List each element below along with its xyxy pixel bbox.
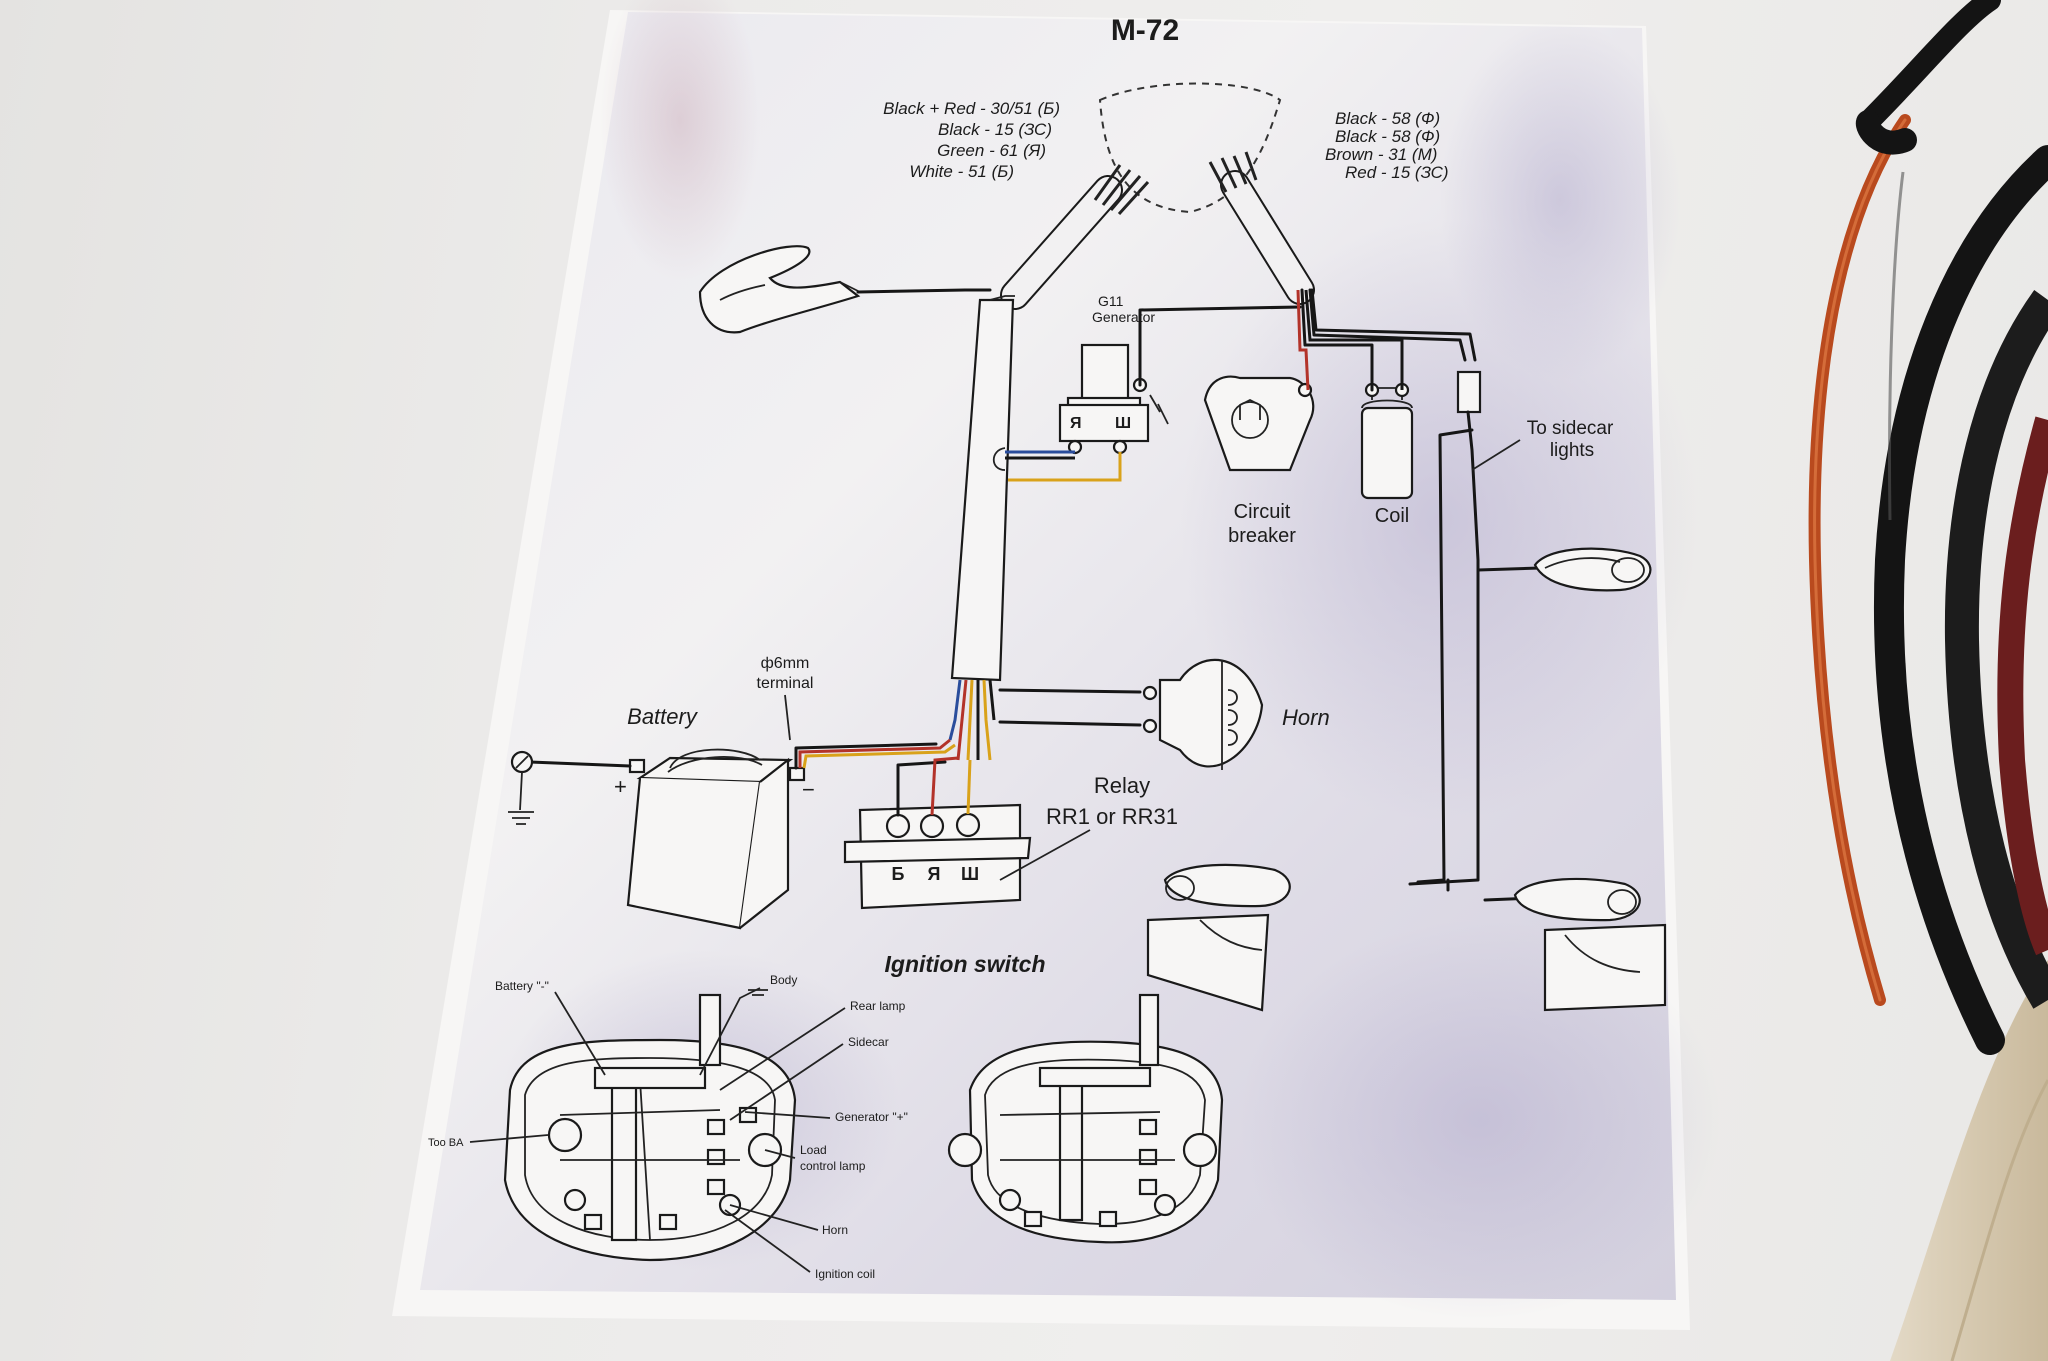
callout-horn: Horn (822, 1223, 848, 1237)
generator-term-ya: Я (1070, 415, 1082, 432)
circuit-breaker: Circuit breaker (1203, 375, 1315, 547)
callout-left-edge: Too BA (428, 1137, 464, 1149)
legend-left-4: White - 51 (Б) (909, 162, 1014, 181)
legend-right-3: Brown - 31 (М) (1325, 145, 1437, 164)
callout-sidecar: Sidecar (848, 1035, 889, 1049)
sidecar-line1: To sidecar (1527, 418, 1614, 439)
relay-term-ya: Я (928, 864, 941, 884)
generator: G11 Generator Я Ш (992, 293, 1302, 482)
relay: Б Я Ш Relay RR1 or RR31 (843, 756, 1178, 910)
main-harness (948, 295, 1015, 761)
rear-lamp-right (1513, 877, 1667, 1012)
left-cable-legend: Black + Red - 30/51 (Б) Black - 15 (ЗС) … (883, 99, 1060, 181)
legend-left-1: Black + Red - 30/51 (Б) (883, 99, 1060, 118)
circuit-breaker-line1: Circuit (1234, 501, 1291, 523)
ignition-switch: Ignition switch (428, 951, 1224, 1281)
black-cable (1859, 0, 2001, 131)
callout-load-1: Load (800, 1143, 827, 1157)
battery-label: Battery (627, 704, 699, 729)
legend-right-2: Black - 58 (Ф) (1335, 127, 1440, 146)
terminal-line2: terminal (757, 675, 814, 692)
callout-generator: Generator "+" (835, 1110, 908, 1124)
headlight-cables (1000, 151, 1315, 310)
right-cable-legend: Black - 58 (Ф) Black - 58 (Ф) Brown - 31… (1325, 109, 1449, 182)
cable-bundle (1808, 0, 2048, 1361)
battery: Battery ф6mm terminal + − (508, 655, 956, 930)
callout-body: Body (770, 973, 797, 987)
legend-left-3: Green - 61 (Я) (937, 141, 1046, 160)
callout-battery: Battery "-" (495, 979, 549, 993)
sidecar-lamp (1533, 547, 1652, 592)
relay-term-b: Б (892, 864, 905, 884)
callout-ignition-coil: Ignition coil (815, 1267, 875, 1281)
legend-right-1: Black - 58 (Ф) (1335, 109, 1440, 128)
callout-load-2: control lamp (800, 1159, 866, 1173)
generator-name: G11 (1098, 293, 1124, 309)
legend-left-2: Black - 15 (ЗС) (938, 120, 1052, 139)
legend-right-4: Red - 15 (ЗС) (1345, 163, 1449, 182)
relay-term-sh: Ш (961, 864, 979, 884)
right-harness: To sidecar lights (1296, 288, 1614, 902)
battery-minus: − (802, 777, 815, 802)
relay-line2: RR1 or RR31 (1046, 804, 1178, 829)
callout-rear-lamp: Rear lamp (850, 999, 906, 1013)
diagram-title: M-72 (1111, 14, 1179, 47)
circuit-breaker-line2: breaker (1228, 525, 1296, 547)
sidecar-line2: lights (1550, 440, 1594, 461)
headlight-outline (1098, 82, 1282, 214)
generator-term-sh: Ш (1115, 415, 1131, 432)
ignition-title: Ignition switch (885, 951, 1046, 977)
battery-plus: + (614, 774, 627, 799)
relay-line1: Relay (1094, 773, 1150, 798)
ignition-switch-right (947, 993, 1224, 1244)
ignition-coil: Coil (1360, 382, 1414, 527)
terminal-line1: ф6mm (761, 655, 810, 672)
generator-label: Generator (1092, 309, 1155, 325)
ignition-callouts: Battery "-" Body Rear lamp Sidecar Gener… (428, 973, 908, 1281)
horn-label: Horn (1282, 705, 1330, 730)
handlebar-switch (698, 245, 992, 334)
rear-lamp-left (1146, 863, 1291, 1012)
coil-label: Coil (1375, 505, 1409, 527)
horn: Horn (998, 658, 1330, 770)
